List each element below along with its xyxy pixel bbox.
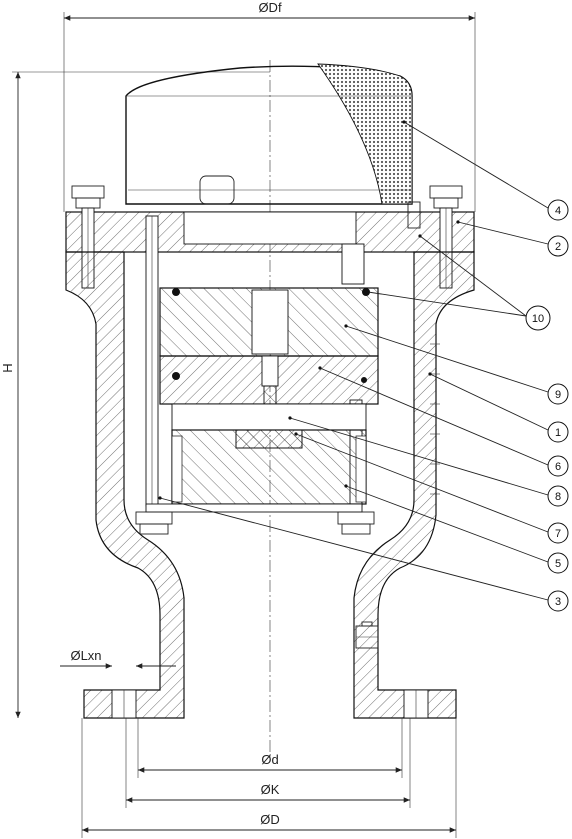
callout-6-label: 6 [555,461,561,473]
callout-2: 2 [547,235,569,257]
callout-7: 7 [547,522,569,544]
callout-7-label: 7 [555,528,561,540]
callout-4: 4 [547,199,569,221]
base-plate [145,503,363,513]
callout-8-label: 8 [555,491,561,503]
dim-label-k: ØK [261,782,280,797]
callout-10-label: 10 [532,313,544,325]
callout-5-label: 5 [555,558,561,570]
side-plug [355,621,379,649]
body-left-wall [65,251,185,719]
dimension-lxn: ØLxn [60,648,176,669]
callout-6: 6 [547,455,569,477]
nut-left [135,511,173,535]
dimension-df: ØDf [63,0,476,212]
dim-label-h: H [0,363,15,372]
callout-3-label: 3 [555,596,561,608]
callout-9-label: 9 [555,389,561,401]
callout-4-label: 4 [555,205,561,217]
dim-label-d-outer: ØD [260,812,280,827]
callout-8: 8 [547,485,569,507]
callout-9: 9 [547,383,569,405]
dim-label-d: Ød [261,752,278,767]
dimension-k: ØK [125,718,411,808]
dim-label-df: ØDf [258,0,282,15]
callout-1: 1 [547,421,569,443]
body-right-wall [353,251,475,719]
top-flange [65,211,475,285]
dim-label-lxn: ØLxn [70,648,101,663]
dimension-d-inner: Ød [137,718,403,778]
callout-5: 5 [547,552,569,574]
dimension-d-outer: ØD [81,718,457,838]
hood-cap [125,63,413,205]
nut-right [337,511,375,535]
callout-3: 3 [547,590,569,612]
dimension-h: H [0,71,270,718]
callout-1-label: 1 [555,427,561,439]
spring-chamber [171,403,367,431]
callout-2-label: 2 [555,241,561,253]
callout-10: 10 [525,305,551,331]
